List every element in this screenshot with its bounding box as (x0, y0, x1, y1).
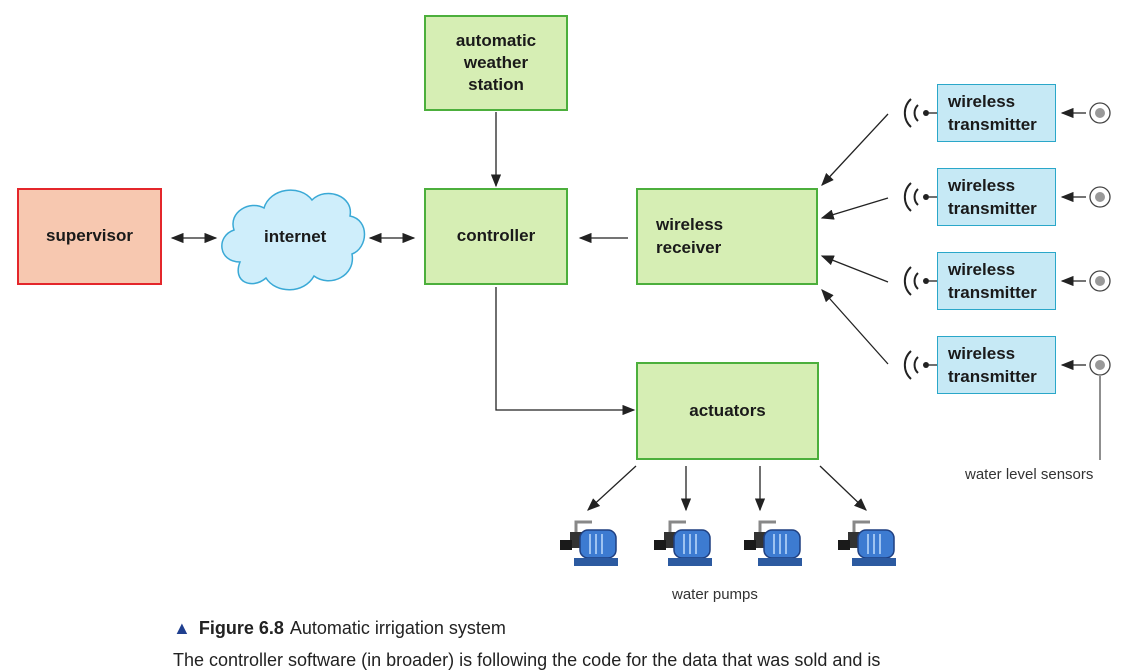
sensor-4 (1060, 354, 1111, 376)
water-level-sensors-label: water level sensors (965, 466, 1094, 483)
sensor-2 (1060, 186, 1111, 208)
weather-station-node: automatic weather station (424, 15, 568, 111)
water-pump-icon (838, 520, 896, 566)
water-pump-icon (560, 520, 618, 566)
figure-number: Figure 6.8 (198, 618, 284, 638)
tx3-to-receiver-arrow (820, 255, 889, 283)
actuators-node: actuators (636, 362, 819, 460)
wireless-transmitter-2: wireless transmitter (937, 168, 1056, 226)
actuators-to-pump1-arrow (587, 465, 637, 511)
sensor-1 (1060, 102, 1111, 124)
wireless-signal-icon (903, 266, 937, 296)
water-pumps-label: water pumps (672, 586, 758, 603)
cut-off-body-text: The controller software (in broader) is … (173, 650, 881, 670)
sensor-3 (1060, 270, 1111, 292)
internet-cloud-icon (221, 189, 366, 291)
wireless-signal-icon (903, 182, 937, 212)
wireless-receiver-node: wireless receiver (636, 188, 818, 285)
wireless-transmitter-3: wireless transmitter (937, 252, 1056, 310)
internet-label: internet (264, 227, 327, 246)
wireless-signal-icon (903, 350, 937, 380)
supervisor-node: supervisor (17, 188, 162, 285)
wireless-signal-icon (903, 98, 937, 128)
caption-marker-icon: ▲ (173, 618, 191, 638)
wireless-transmitter-4: wireless transmitter (937, 336, 1056, 394)
tx1-to-receiver-arrow (821, 113, 889, 186)
controller-node: controller (424, 188, 568, 285)
tx4-to-receiver-arrow (821, 289, 889, 365)
figure-title: Automatic irrigation system (289, 618, 506, 638)
tx2-to-receiver-arrow (820, 197, 889, 220)
water-pump-icon (744, 520, 802, 566)
controller-to-actuators-arrow (495, 287, 636, 416)
water-pump-icon (654, 520, 712, 566)
receiver-label: wireless receiver (656, 215, 724, 257)
wireless-transmitter-1: wireless transmitter (937, 84, 1056, 142)
actuators-to-pump4-arrow (819, 465, 867, 511)
